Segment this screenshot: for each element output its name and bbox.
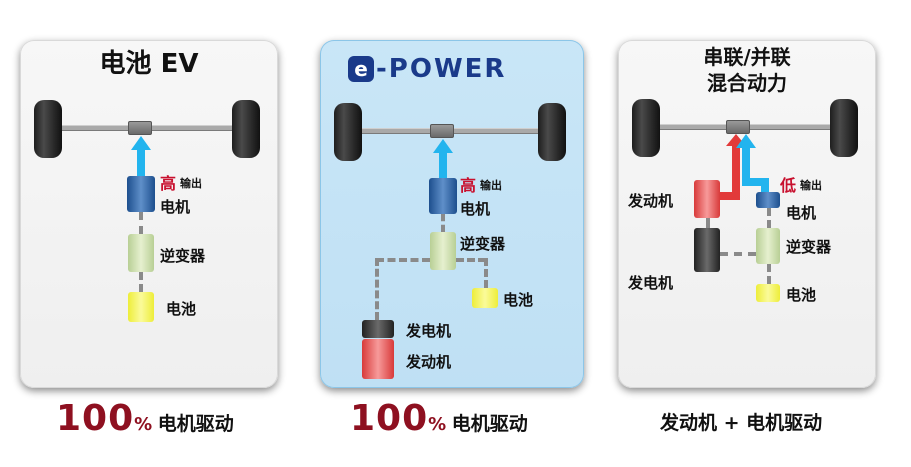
- link-inverter-battery: [767, 264, 771, 284]
- battery-block: [756, 284, 780, 302]
- panel-title-line1: 串联/并联: [703, 45, 791, 69]
- left-wheel: [34, 100, 62, 158]
- panel-e-power: e -POWER 高 输出 电机 逆变器 电池 发电机 发动机: [320, 40, 584, 388]
- link-inverter-battery-h: [456, 258, 486, 262]
- differential: [128, 121, 152, 135]
- motor-shaft-horizontal: [742, 178, 766, 186]
- link-inverter-battery-v: [484, 258, 488, 288]
- output-label: 输出: [180, 177, 202, 190]
- motor-block: [756, 192, 780, 208]
- link-inverter-generator-h: [376, 258, 430, 262]
- e-power-logo: e -POWER: [348, 54, 506, 84]
- engine-label: 发动机: [406, 353, 452, 371]
- panel-hybrid: 串联/并联 混合动力 发动机 低 输出 电机 发电机 逆变器 电池: [618, 40, 876, 388]
- motor-label: 电机: [160, 198, 191, 216]
- motor-block: [429, 178, 457, 214]
- battery-label: 电池: [166, 300, 197, 318]
- drive-arrow-head: [131, 136, 151, 150]
- engine-shaft-horizontal: [718, 192, 740, 200]
- motor-block: [127, 176, 155, 212]
- panel-battery-ev: 电池 EV 高 输出 电机 逆变器 电池: [20, 40, 278, 388]
- caption-text: 发动机 + 电机驱动: [660, 412, 823, 434]
- generator-label: 发电机: [406, 322, 452, 340]
- caption-text: 电机驱动: [157, 413, 234, 435]
- motor-label: 电机: [786, 204, 817, 222]
- battery-label: 电池: [503, 291, 534, 309]
- battery-label: 电池: [786, 286, 817, 304]
- output-level-label: 高: [460, 176, 477, 195]
- engine-label: 发动机: [628, 192, 674, 210]
- e-power-logo-badge: e: [348, 56, 374, 82]
- drive-shaft: [137, 149, 145, 176]
- engine-block: [362, 339, 394, 379]
- motor-label: 电机: [460, 200, 491, 218]
- output-label: 输出: [480, 179, 502, 192]
- battery-block: [128, 292, 154, 322]
- e-power-logo-text: -POWER: [376, 54, 507, 84]
- motor-shaft-vertical: [742, 147, 750, 183]
- caption-value: 100: [56, 398, 135, 439]
- left-wheel: [334, 103, 362, 161]
- output-level-label: 低: [780, 176, 797, 195]
- caption-hybrid: 发动机 + 电机驱动: [660, 408, 822, 435]
- engine-shaft-vertical: [732, 145, 740, 195]
- caption-unit: %: [134, 414, 153, 435]
- right-wheel: [538, 103, 566, 161]
- inverter-block: [128, 234, 154, 272]
- link-engine-generator: [706, 218, 710, 228]
- caption-text: 电机驱动: [451, 413, 528, 435]
- inverter-label: 逆变器: [786, 238, 832, 256]
- generator-block: [362, 320, 394, 338]
- output-label: 输出: [800, 179, 822, 192]
- caption-battery-ev: 100% 电机驱动: [56, 398, 234, 439]
- link-motor-inverter: [441, 214, 445, 232]
- link-inverter-battery: [139, 272, 143, 292]
- output-level-label: 高: [160, 174, 177, 193]
- differential: [430, 124, 454, 138]
- inverter-block: [756, 228, 780, 264]
- drive-arrow-head: [433, 139, 453, 153]
- right-wheel: [232, 100, 260, 158]
- left-wheel: [632, 99, 660, 157]
- link-motor-inverter: [767, 208, 771, 228]
- link-inverter-generator-v: [375, 258, 379, 320]
- differential: [726, 120, 750, 134]
- battery-block: [472, 288, 498, 308]
- motor-arrow-head: [736, 134, 756, 148]
- generator-block: [694, 228, 720, 272]
- caption-e-power: 100% 电机驱动: [350, 398, 528, 439]
- link-motor-inverter: [139, 212, 143, 234]
- inverter-label: 逆变器: [460, 235, 506, 253]
- link-generator-inverter: [720, 252, 756, 256]
- right-wheel: [830, 99, 858, 157]
- motor-shaft-drop: [761, 178, 769, 192]
- drive-shaft: [439, 152, 447, 178]
- caption-value: 100: [350, 398, 429, 439]
- inverter-block: [430, 232, 456, 270]
- caption-unit: %: [428, 414, 447, 435]
- panel-title-line2: 混合动力: [707, 71, 787, 95]
- panel-title-battery-ev: 电池 EV: [99, 49, 199, 79]
- engine-block: [694, 180, 720, 218]
- generator-label: 发电机: [628, 274, 674, 292]
- inverter-label: 逆变器: [160, 247, 206, 265]
